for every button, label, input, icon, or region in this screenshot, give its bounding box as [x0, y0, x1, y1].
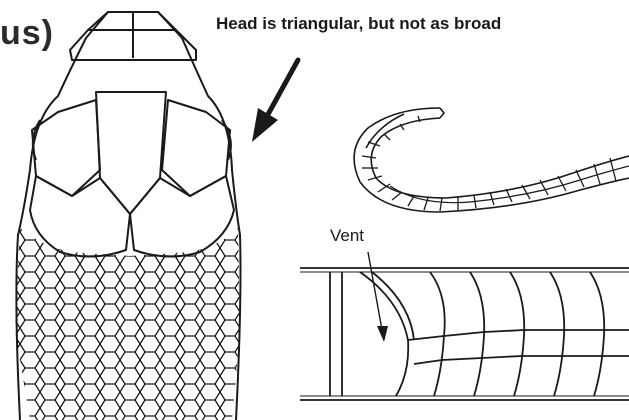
neck-scales	[0, 220, 260, 420]
left-supraocular	[32, 100, 100, 196]
vent-closeup-drawing	[300, 252, 629, 400]
frontal-scale	[96, 92, 166, 214]
annotation-arrow	[252, 60, 298, 142]
snake-head-drawing	[0, 12, 260, 420]
tail-drawing	[354, 108, 629, 212]
tail-segments	[362, 116, 616, 211]
